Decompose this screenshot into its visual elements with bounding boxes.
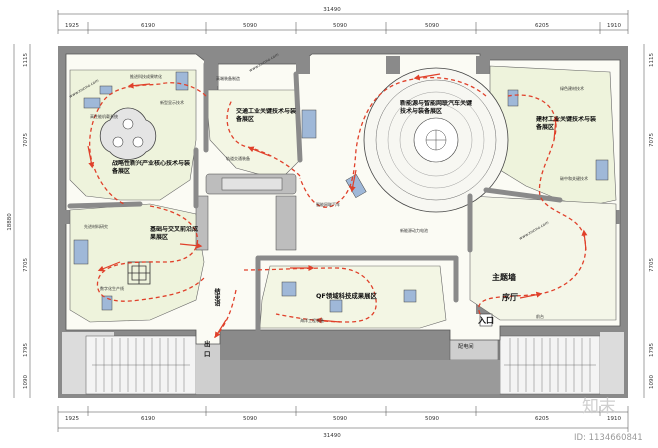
stair-right-treads	[504, 338, 596, 392]
exhibit-note: 海洋工程装备	[300, 317, 324, 323]
hall-materials: 建材工业关键技术与装备展区	[536, 116, 596, 131]
exhibit-note: 绿色建材技术	[560, 85, 584, 91]
trefoil-display	[99, 107, 157, 160]
exit-marker: 出 口	[204, 339, 210, 358]
hall-qf: QF领域科技成果展区	[316, 291, 378, 300]
dim-top-3: 5090	[243, 23, 257, 29]
hall-labels: 战略性新兴产业核心技术与装备展区 交通工业关键技术与装备展区 新能源与智能网联汽…	[112, 100, 596, 306]
dim-top-2: 6190	[141, 23, 155, 29]
dim-right-2: 7075	[649, 133, 655, 147]
dim-left-4: 1795	[23, 343, 29, 357]
stair-bay-right-outer	[600, 332, 624, 394]
exhibit-note: 高性能机载系统	[90, 113, 118, 119]
hall-traffic: 交通工业关键技术与装备展区	[236, 108, 296, 123]
dim-left-total: 18880	[7, 213, 13, 231]
route-arrows	[87, 73, 588, 339]
dim-total-top: 31490	[323, 7, 341, 13]
hall-strategic: 战略性新兴产业核心技术与装备展区	[112, 160, 191, 175]
dim-total-bottom: 31490	[323, 433, 341, 439]
dim-left-1: 1115	[23, 53, 29, 67]
dim-left-2: 7075	[23, 133, 29, 147]
exit-label-2: 口	[204, 350, 210, 358]
dim-right-1: 1115	[649, 53, 655, 67]
dim-right-3: 7705	[649, 258, 655, 272]
exhibit-note: 高端装备制造	[216, 75, 240, 81]
exhibit-note: 推进科技成果转化	[130, 73, 162, 79]
dimension-chain-right: 1115 7075 7705 1795 1090	[643, 44, 655, 398]
exhibit-note: 碳中和关键技术	[560, 175, 588, 181]
dim-bottom-7: 1910	[607, 416, 621, 422]
watermark-brand: 知末	[582, 397, 616, 417]
exhibit-note: 智能网联汽车	[316, 201, 340, 207]
zone-basic	[69, 203, 205, 323]
exhibit-note: 新能源动力电池	[400, 227, 428, 233]
dimension-chain-left: 18880 1115 7075 7705 1795 1090	[7, 44, 31, 398]
hall-theme-wall: 主题墙	[492, 272, 516, 282]
dim-left-3: 7705	[23, 258, 29, 272]
energy-pavilion	[363, 67, 509, 213]
dim-bottom-1: 1925	[65, 416, 79, 422]
display-cases	[73, 71, 609, 313]
hall-basic-wrap: 基础与交叉前沿成果展区	[150, 226, 199, 241]
hall-materials-wrap: 建材工业关键技术与装备展区	[536, 116, 596, 131]
stair-left-treads	[92, 338, 190, 392]
hall-basic: 基础与交叉前沿成果展区	[150, 226, 199, 241]
dimension-chain-bottom: 1925 6190 5090 5090 5090 6205 1910 31490	[57, 406, 629, 439]
dim-bottom-6: 6205	[535, 416, 549, 422]
dim-bottom-5: 5090	[425, 416, 439, 422]
hall-end-wrap: 结束语	[213, 288, 220, 306]
hall-energy-wrap: 新能源与智能网联汽车关键技术与装备展区	[400, 100, 473, 115]
dim-left-5: 1090	[23, 375, 29, 389]
entrance-marker: 入口	[477, 313, 494, 327]
dim-top-7: 1910	[607, 23, 621, 29]
exhibit-note: 先进材料研究	[84, 223, 108, 229]
exhibit-note: 轨道交通装备	[226, 155, 250, 161]
zone-qf	[259, 265, 447, 329]
exit-label-1: 出	[204, 339, 210, 348]
dim-bottom-4: 5090	[333, 416, 347, 422]
hall-energy: 新能源与智能网联汽车关键技术与装备展区	[400, 100, 473, 115]
dim-top-4: 5090	[333, 23, 347, 29]
hall-lobby: 序厅	[502, 292, 518, 302]
zone-lobby	[469, 195, 617, 321]
exhibit-notes: 推进科技成果转化 高性能机载系统 新型显示技术 高端装备制造 轨道交通装备 智能…	[84, 73, 588, 323]
partition-walls	[67, 61, 563, 333]
dim-top-6: 6205	[535, 23, 549, 29]
entrance-label: 入口	[477, 316, 494, 325]
exhibit-note: 新型显示技术	[160, 99, 184, 105]
dimension-chain-top: 31490 1925 6190 5090 5090 5090 6205 1910	[57, 7, 629, 34]
hall-end: 结束语	[213, 288, 220, 306]
hall-strategic-wrap: 战略性新兴产业核心技术与装备展区	[112, 160, 191, 175]
dim-bottom-2: 6190	[141, 416, 155, 422]
dim-top-5: 5090	[425, 23, 439, 29]
watermark-id: ID: 1134660841	[574, 433, 643, 443]
exit-vestibule	[196, 336, 220, 394]
dim-top-1: 1925	[65, 23, 79, 29]
reception-label: 前台	[536, 313, 544, 319]
exhibit-note: 数字化生产线	[100, 285, 124, 291]
rear-service-strip	[220, 360, 500, 394]
power-room-label: 配电间	[458, 342, 474, 350]
knot-display	[127, 261, 151, 285]
dim-bottom-3: 5090	[243, 416, 257, 422]
dim-right-5: 1090	[649, 375, 655, 389]
dim-right-4: 1795	[649, 343, 655, 357]
hall-traffic-wrap: 交通工业关键技术与装备展区	[236, 108, 296, 123]
